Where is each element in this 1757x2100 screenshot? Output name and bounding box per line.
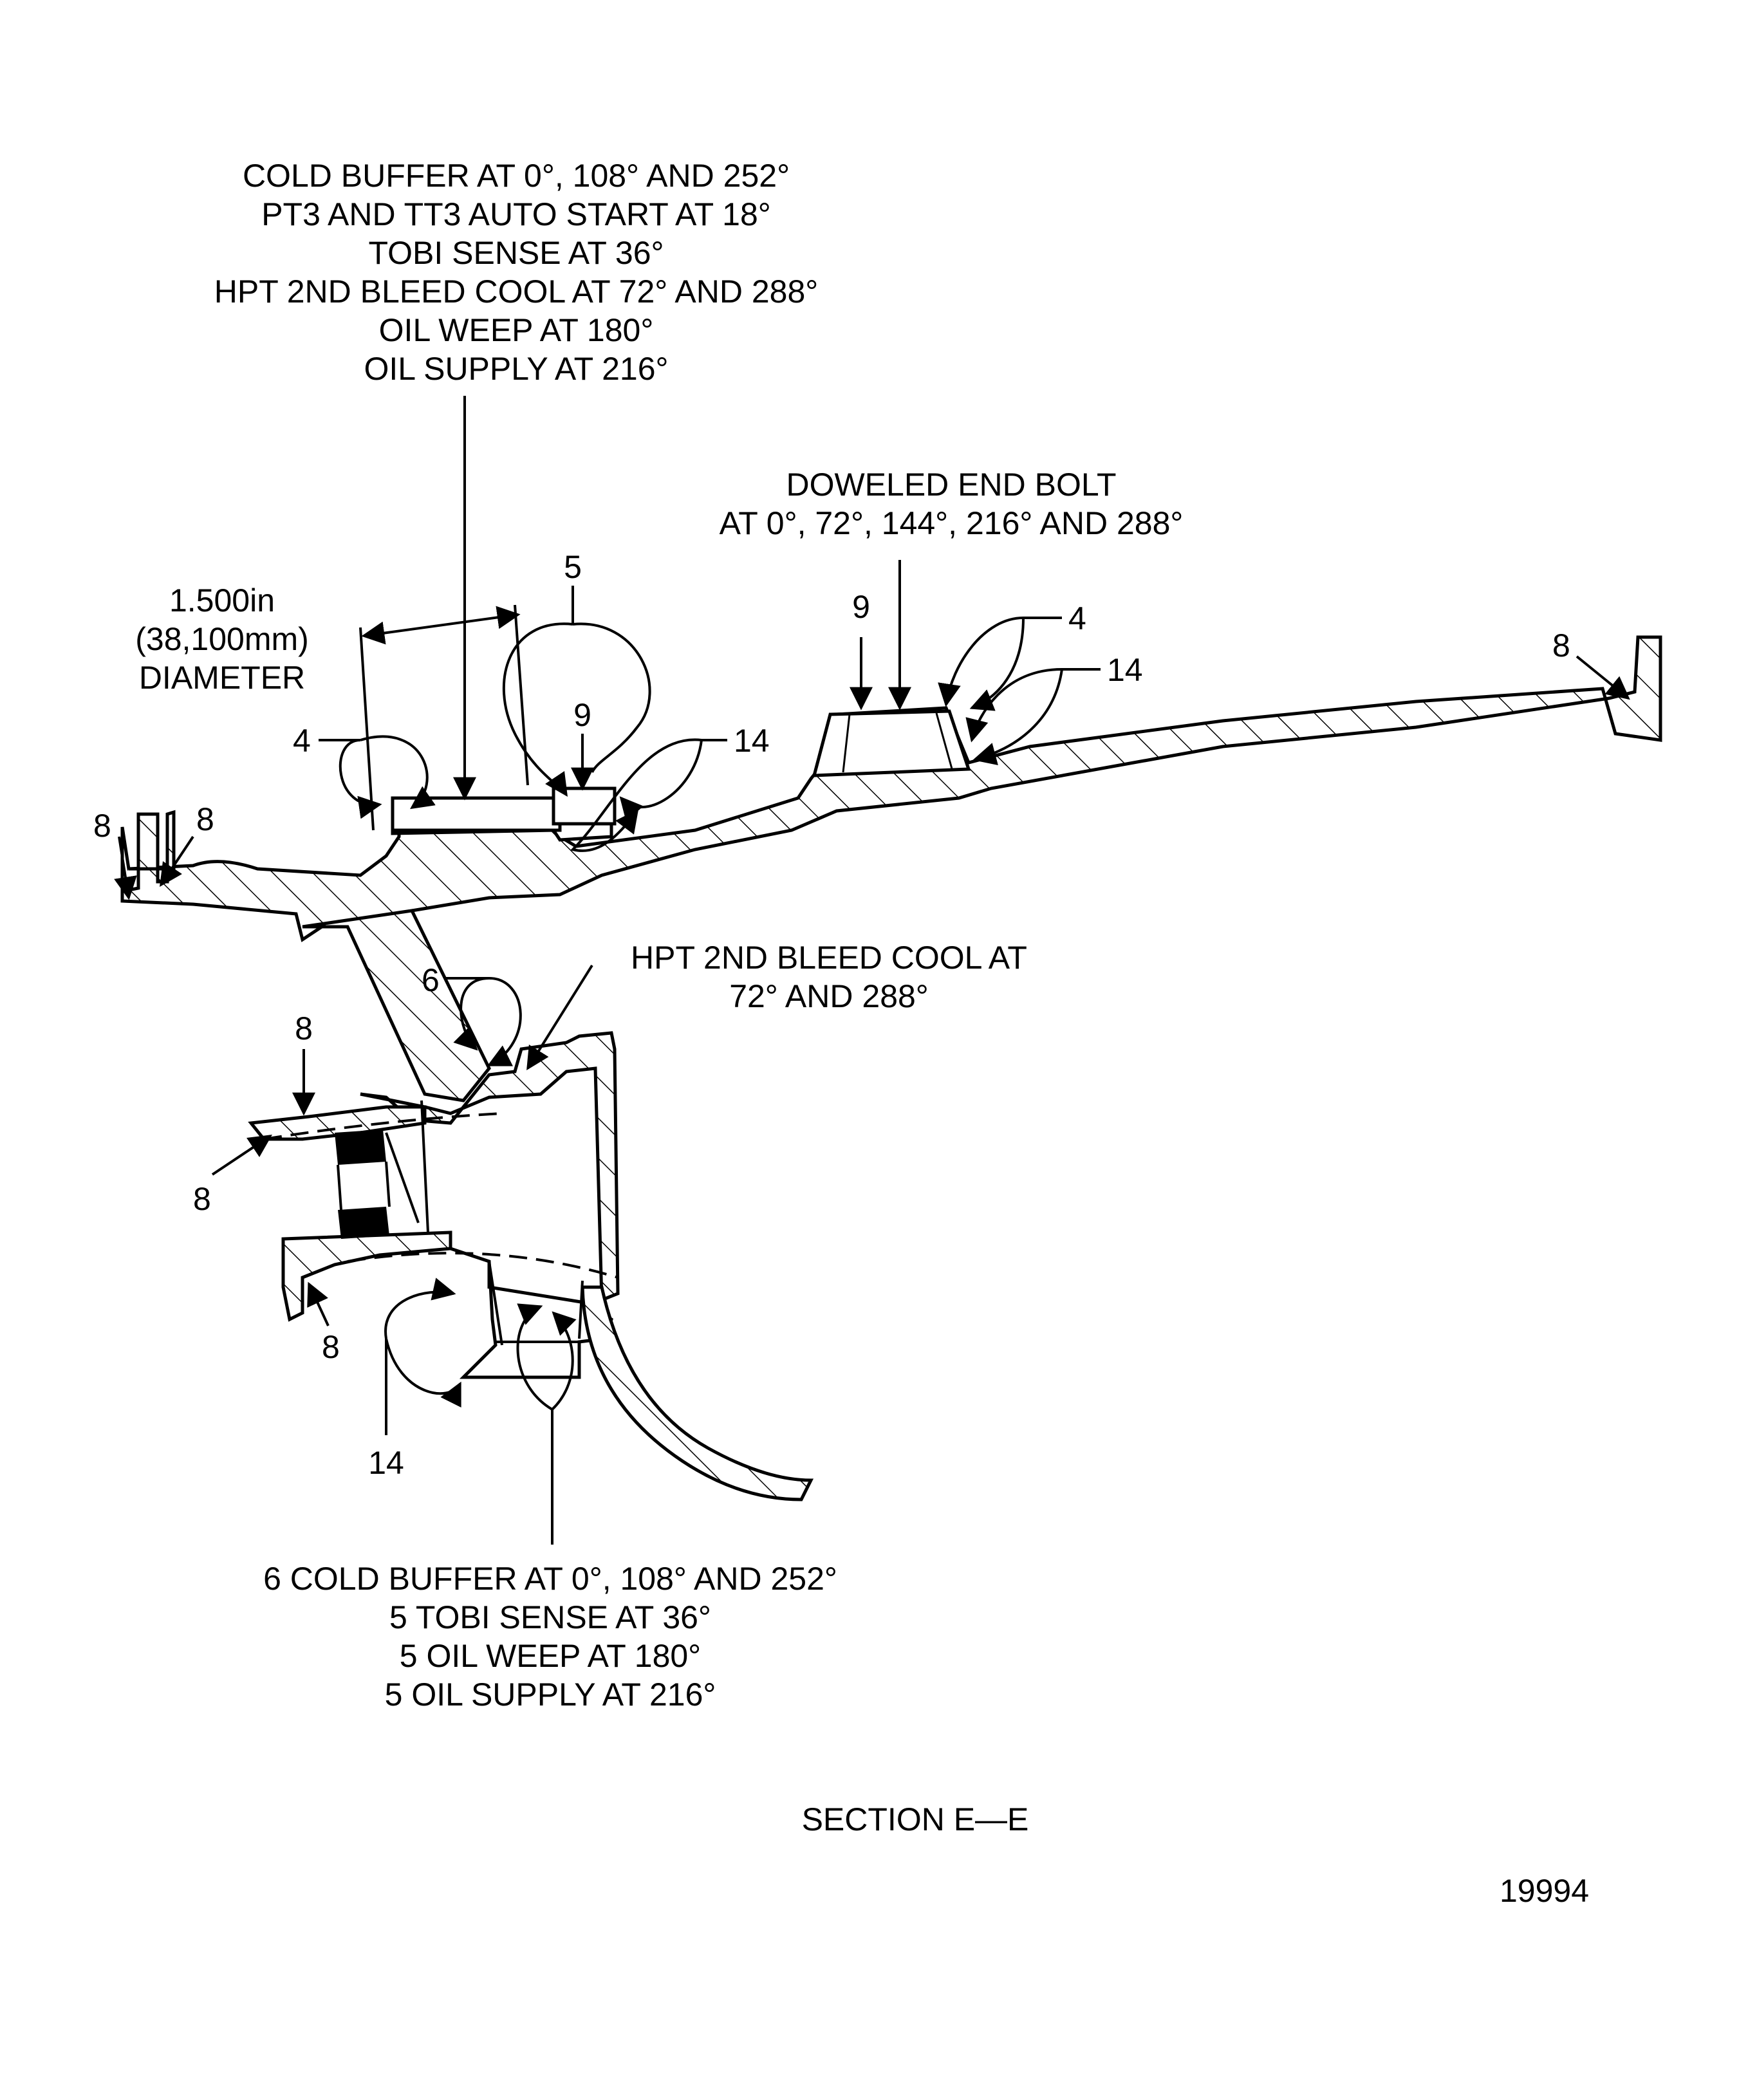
loop-14-lower-b bbox=[385, 1338, 461, 1408]
loop-6-a bbox=[444, 977, 490, 1051]
callout-hpt-line-1: HPT 2ND BLEED COOL AT bbox=[631, 940, 1027, 976]
buffer-seal-upper bbox=[335, 1129, 386, 1165]
callout-diameter-line-3: DIAMETER bbox=[139, 660, 305, 696]
callout-hpt-bleed: HPT 2ND BLEED COOL AT 72° AND 288° bbox=[631, 940, 1027, 1014]
callout-bottom-line-4: 5 OIL SUPPLY AT 216° bbox=[385, 1677, 716, 1713]
callout-diameter-line-1: 1.500in bbox=[169, 582, 275, 618]
ref-8-mid-a: 8 bbox=[295, 1010, 313, 1046]
diagonal-strut bbox=[302, 909, 491, 1102]
ref-9-right: 9 bbox=[852, 589, 870, 625]
lower-duct-lower bbox=[281, 1231, 452, 1322]
lower-housing-top bbox=[360, 1031, 620, 1303]
leader-hpt-bleed bbox=[526, 964, 593, 1071]
doweled-bolt-block bbox=[812, 709, 971, 777]
dim-ext-left bbox=[359, 627, 375, 831]
loop-4-right-b bbox=[969, 617, 1025, 711]
loop-4-left-a bbox=[319, 739, 382, 819]
buffer-wall-l bbox=[337, 1164, 342, 1211]
callout-doweled-line-1: DOWELED END BOLT bbox=[786, 467, 1116, 503]
ref-8-left-b: 8 bbox=[196, 801, 214, 837]
dim-line bbox=[361, 606, 521, 645]
ref-4-left: 4 bbox=[293, 723, 311, 759]
callout-bottom-line-1: 6 COLD BUFFER AT 0°, 108° AND 252° bbox=[263, 1561, 837, 1597]
ref-14-right: 14 bbox=[1107, 652, 1143, 688]
buffer-wall-diag bbox=[385, 1132, 420, 1223]
callout-diameter-line-2: (38,100mm) bbox=[135, 621, 309, 657]
ref-4-right: 4 bbox=[1068, 600, 1086, 637]
loop-bottom-a bbox=[516, 1303, 553, 1411]
callout-top-line-3: TOBI SENSE AT 36° bbox=[368, 235, 664, 271]
callout-top-line-4: HPT 2ND BLEED COOL AT 72° AND 288° bbox=[214, 274, 819, 310]
callout-bottom-line-2: 5 TOBI SENSE AT 36° bbox=[389, 1599, 711, 1635]
ref-8-right: 8 bbox=[1552, 627, 1570, 664]
loop-14-left bbox=[570, 738, 727, 852]
ref-8-mid-b: 8 bbox=[193, 1181, 211, 1217]
leader-8-left-a bbox=[114, 836, 137, 900]
section-label: SECTION E—E bbox=[802, 1801, 1029, 1837]
ref-6: 6 bbox=[422, 962, 440, 998]
dowel-line-a bbox=[842, 714, 851, 773]
loop-6-b bbox=[487, 977, 522, 1066]
tube-inner-left bbox=[420, 1100, 429, 1233]
loop-5-right bbox=[572, 622, 651, 773]
bolt-boss-nut bbox=[552, 786, 617, 826]
figure-number: 19994 bbox=[1500, 1873, 1589, 1909]
callout-top-block: COLD BUFFER AT 0°, 108° AND 252° PT3 AND… bbox=[214, 158, 819, 387]
ref-14-left: 14 bbox=[734, 723, 770, 759]
loop-14-right-a bbox=[965, 668, 1101, 743]
loop-14-right-b bbox=[972, 669, 1063, 766]
callout-top-line-5: OIL WEEP AT 180° bbox=[379, 312, 654, 348]
hidden-line-upper bbox=[263, 1112, 503, 1140]
loop-bottom-b bbox=[551, 1311, 577, 1411]
callout-hpt-line-2: 72° AND 288° bbox=[729, 978, 929, 1014]
leader-lines bbox=[114, 396, 1630, 1545]
loop-4-right-a bbox=[938, 617, 1062, 707]
callout-top-line-1: COLD BUFFER AT 0°, 108° AND 252° bbox=[243, 158, 790, 194]
buffer-seal-lower bbox=[338, 1207, 389, 1239]
ref-8-low: 8 bbox=[322, 1329, 340, 1365]
callout-doweled: DOWELED END BOLT AT 0°, 72°, 144°, 216° … bbox=[720, 467, 1184, 541]
loop-5-left bbox=[502, 622, 573, 797]
trailing-duct bbox=[581, 1285, 814, 1501]
reference-numbers: 4 5 9 14 9 4 14 8 8 8 6 8 8 8 14 bbox=[93, 549, 1570, 1481]
lower-duct-upper bbox=[248, 1105, 427, 1141]
buffer-wall-r bbox=[385, 1161, 391, 1207]
ref-9-left: 9 bbox=[573, 697, 591, 733]
loop-4-left-b bbox=[360, 735, 436, 810]
callout-diameter: 1.500in (38,100mm) DIAMETER bbox=[135, 582, 309, 696]
dowel-line-b bbox=[935, 712, 954, 772]
casing-section bbox=[120, 635, 1662, 1501]
ref-5: 5 bbox=[564, 549, 582, 585]
hidden-line-lower bbox=[347, 1252, 618, 1279]
leader-8-right bbox=[1576, 655, 1630, 700]
ref-14-lower: 14 bbox=[368, 1445, 404, 1481]
loop-14-left-b bbox=[619, 739, 703, 822]
outer-case-web bbox=[120, 635, 1662, 943]
leader-8-left-b bbox=[160, 835, 194, 887]
leader-8-low bbox=[307, 1281, 330, 1326]
callout-top-line-6: OIL SUPPLY AT 216° bbox=[364, 351, 668, 387]
callout-top-line-2: PT3 AND TT3 AUTO START AT 18° bbox=[261, 196, 771, 232]
dim-ext-right bbox=[514, 604, 529, 786]
loop-14-lower-a bbox=[384, 1278, 456, 1339]
callout-doweled-line-2: AT 0°, 72°, 144°, 216° AND 288° bbox=[720, 505, 1184, 541]
ref-8-left-a: 8 bbox=[93, 808, 111, 844]
callout-bottom-block: 6 COLD BUFFER AT 0°, 108° AND 252° 5 TOB… bbox=[263, 1561, 837, 1713]
callout-bottom-line-3: 5 OIL WEEP AT 180° bbox=[400, 1638, 701, 1674]
leader-8-mid-b bbox=[211, 1135, 272, 1176]
